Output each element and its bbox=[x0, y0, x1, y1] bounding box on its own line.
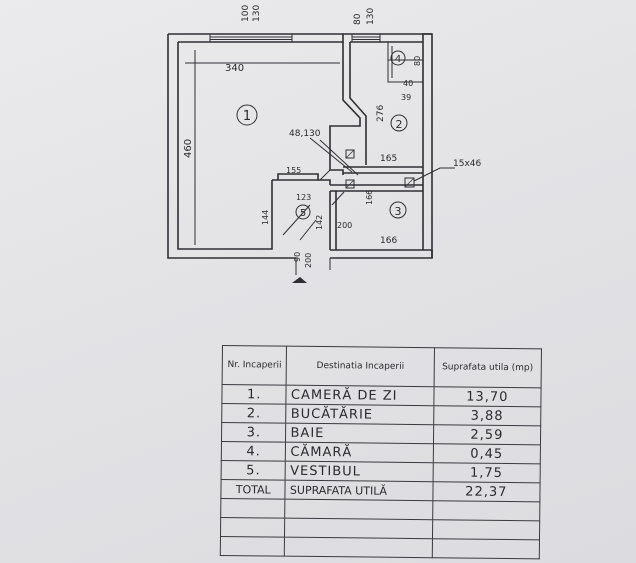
dim-340: 340 bbox=[225, 63, 244, 74]
entrance-arrow-icon bbox=[292, 277, 307, 283]
total-destination: SUPRAFATA UTILĂ bbox=[285, 480, 433, 501]
dim-130-left: 130 bbox=[252, 5, 262, 22]
row-destination: CAMERĂ DE ZI bbox=[286, 385, 434, 406]
row-area: 0,45 bbox=[432, 443, 541, 464]
dim-15x46: 15x46 bbox=[453, 159, 482, 169]
dim-460: 460 bbox=[183, 139, 194, 158]
rooms-table: Nr. Incaperii Destinatia Incaperii Supra… bbox=[220, 345, 542, 559]
room-2-marker bbox=[390, 114, 408, 132]
row-destination: BAIE bbox=[285, 423, 434, 444]
room-number-5: 5 bbox=[300, 208, 306, 219]
dim-165: 165 bbox=[380, 154, 397, 164]
header-destination: Destinatia Incaperii bbox=[286, 346, 435, 387]
dim-39: 39 bbox=[401, 93, 411, 102]
row-area: 3,88 bbox=[433, 405, 541, 426]
row-nr: 2. bbox=[221, 403, 287, 424]
dim-144: 144 bbox=[261, 210, 270, 225]
room-number-4: 4 bbox=[395, 54, 401, 65]
row-destination: BUCĂTĂRIE bbox=[286, 404, 434, 425]
dim-123: 123 bbox=[296, 193, 311, 202]
room-number-3: 3 bbox=[395, 205, 402, 218]
row-nr: 5. bbox=[221, 460, 286, 481]
table-header-row: Nr. Incaperii Destinatia Incaperii Supra… bbox=[222, 345, 542, 388]
total-label: TOTAL bbox=[220, 479, 286, 500]
header-area: Suprafata utila (mp) bbox=[433, 347, 542, 388]
room-5-marker bbox=[295, 204, 311, 220]
row-nr: 1. bbox=[221, 384, 287, 405]
room-3-marker bbox=[389, 201, 407, 219]
dim-80-pantry: 80 bbox=[413, 56, 422, 66]
row-destination: CĂMARĂ bbox=[285, 442, 434, 463]
row-area: 2,59 bbox=[433, 424, 541, 445]
dim-130-right: 130 bbox=[366, 8, 376, 25]
dim-48-130: 48,130 bbox=[289, 129, 321, 139]
total-area: 22,37 bbox=[432, 481, 541, 502]
table-empty-row bbox=[220, 536, 540, 559]
dim-80-top: 80 bbox=[353, 13, 363, 25]
row-nr: 4. bbox=[221, 441, 286, 462]
dim-142: 142 bbox=[315, 215, 324, 230]
header-nr: Nr. Incaperii bbox=[222, 345, 287, 386]
dim-166-vertical: 166 bbox=[365, 190, 374, 205]
dim-276: 276 bbox=[376, 105, 386, 122]
dim-90: 90 bbox=[293, 252, 302, 262]
room-number-2: 2 bbox=[396, 118, 403, 131]
row-area: 1,75 bbox=[432, 462, 541, 483]
room-number-1: 1 bbox=[243, 109, 251, 124]
dim-40: 40 bbox=[403, 79, 413, 88]
dim-100: 100 bbox=[241, 5, 251, 22]
dim-166-bottom: 166 bbox=[380, 236, 397, 246]
dim-155: 155 bbox=[286, 166, 301, 175]
row-destination: VESTIBUL bbox=[285, 461, 433, 482]
room-1-marker bbox=[236, 104, 258, 126]
room-4-marker bbox=[390, 50, 406, 66]
row-nr: 3. bbox=[221, 422, 287, 443]
dim-200-door: 200 bbox=[304, 253, 313, 268]
dim-200-bath: 200 bbox=[337, 221, 352, 230]
row-area: 13,70 bbox=[433, 386, 542, 407]
floor-plan: 1 2 3 4 5 100 130 80 130 340 460 276 39 … bbox=[167, 5, 482, 283]
